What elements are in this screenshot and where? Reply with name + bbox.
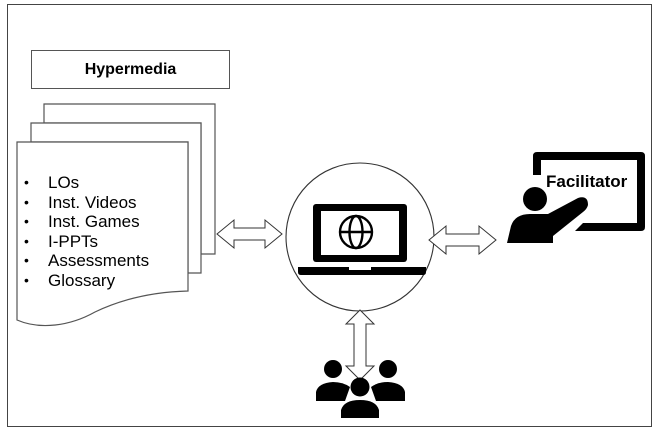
- group-users-icon: [316, 360, 405, 418]
- list-item-label: LOs: [48, 173, 80, 192]
- bullet-icon: •: [24, 213, 29, 229]
- laptop-globe-icon: [298, 204, 426, 275]
- bullet-icon: •: [24, 232, 29, 249]
- list-item-label: Glossary: [48, 270, 116, 290]
- list-item: • Inst. Games: [24, 212, 149, 232]
- list-item-label: Inst. Games: [48, 212, 140, 231]
- page-front: [16, 141, 189, 327]
- facilitator-label: Facilitator: [545, 172, 629, 192]
- hypermedia-items-list: •LOs •Inst. Videos •Inst. Games •I-PPTs …: [24, 173, 149, 290]
- diagram-frame: [7, 4, 652, 427]
- list-item: • I-PPTs: [24, 232, 149, 252]
- bullet-icon: •: [24, 252, 29, 268]
- list-item: • LOs: [24, 173, 149, 193]
- list-item: • Glossary: [24, 271, 149, 291]
- list-item-label: I-PPTs: [48, 231, 99, 251]
- list-item: • Inst. Videos: [24, 193, 149, 213]
- arrow-center-facilitator: [428, 224, 497, 256]
- bullet-icon: •: [24, 193, 29, 210]
- list-item-label: Assessments: [48, 251, 150, 270]
- bullet-icon: •: [24, 174, 29, 190]
- arrow-hypermedia-center: [216, 218, 283, 250]
- teacher-board-icon: [507, 152, 645, 243]
- hypermedia-pages: [16, 103, 216, 327]
- globe-icon: [338, 214, 374, 250]
- hypermedia-title: Hypermedia: [84, 60, 177, 78]
- hypermedia-title-box: Hypermedia: [31, 50, 230, 89]
- list-item: • Assessments: [24, 251, 149, 271]
- list-item-label: Inst. Videos: [48, 192, 137, 212]
- bullet-icon: •: [24, 271, 29, 288]
- arrow-center-learners: [344, 309, 376, 381]
